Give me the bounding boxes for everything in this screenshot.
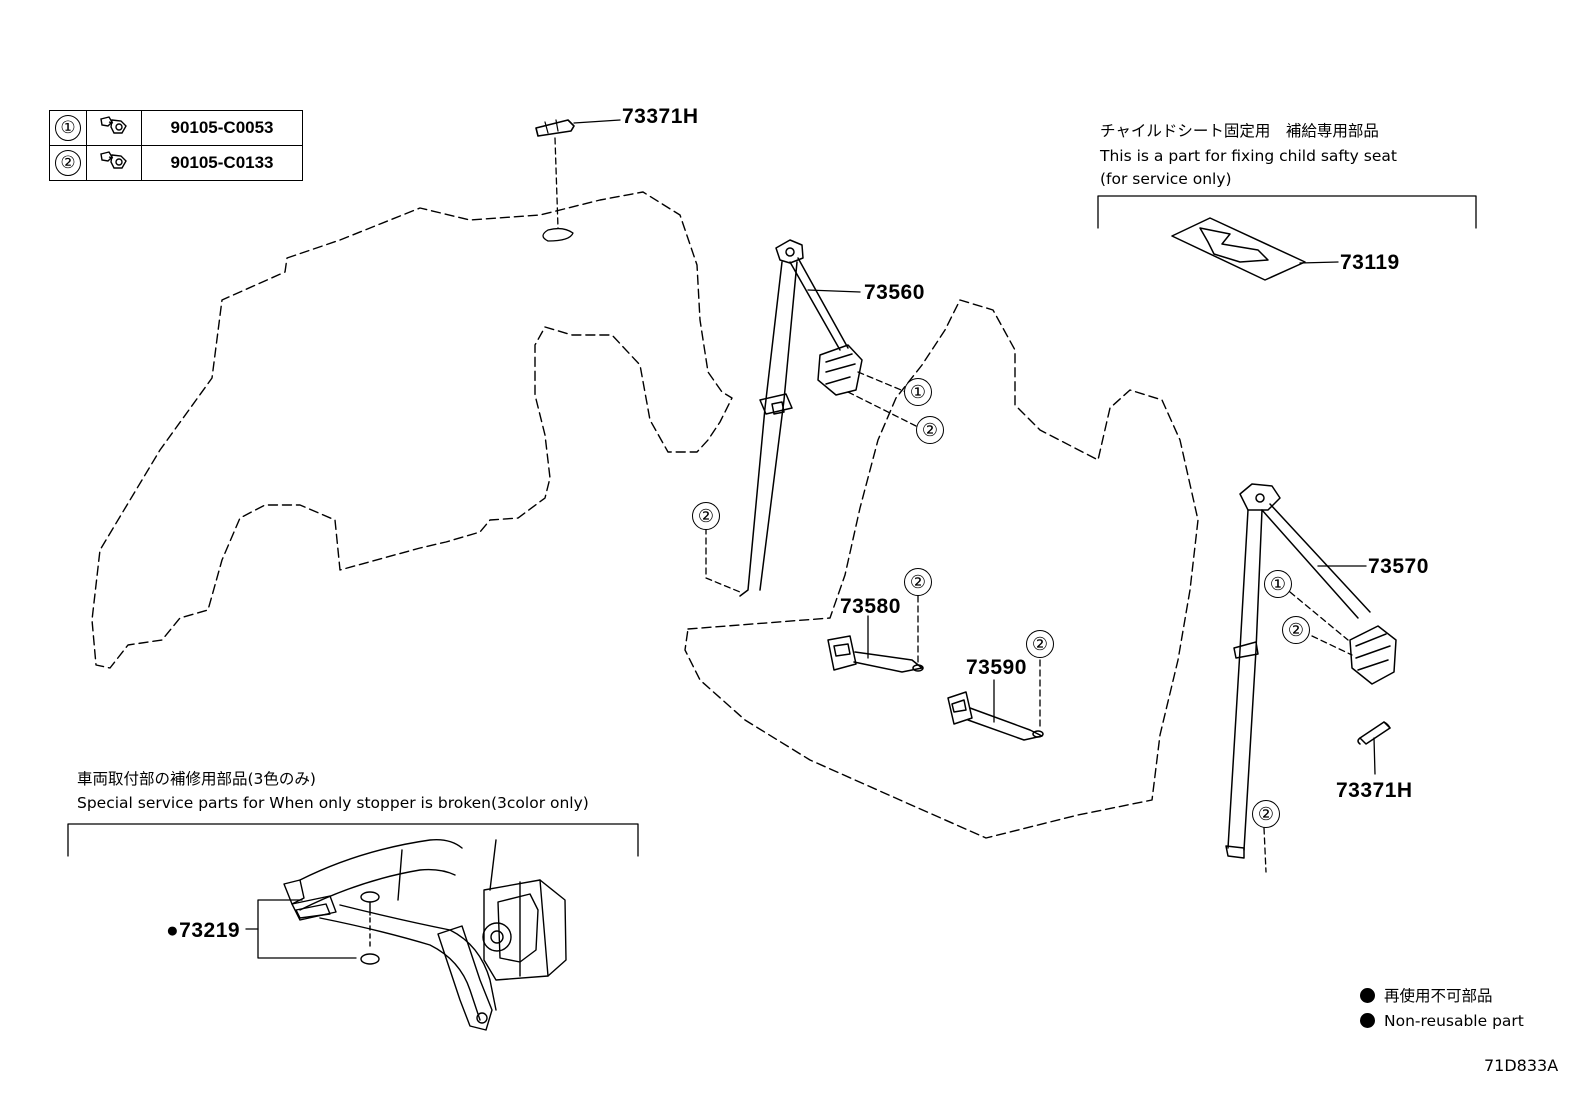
callout-73219[interactable]: ●73219	[166, 919, 241, 942]
bolt-ref-2: ②	[692, 502, 720, 530]
legend-en-label: Non-reusable part	[1384, 1012, 1524, 1030]
bolt-ref-1: ①	[1264, 570, 1292, 598]
callout-73590[interactable]: 73590	[966, 656, 1027, 679]
quarter-trim-outline	[91, 191, 733, 669]
callout-73371H-right[interactable]: 73371H	[1336, 779, 1413, 802]
figure-code: 71D833A	[1484, 1056, 1559, 1075]
seat-cushion-outline	[684, 299, 1199, 839]
bolt-ref: ②	[55, 150, 81, 176]
stopper-note-jp: 車両取付部の補修用部品(3色のみ)	[77, 770, 316, 788]
non-reusable-dot-icon	[1360, 1013, 1375, 1028]
part-73119-bracket	[1097, 195, 1477, 281]
legend-non-reusable-jp: 再使用不可部品	[1360, 988, 1493, 1005]
bolt-row: ② 90105-C0133	[49, 145, 303, 181]
bolt-ref-2: ②	[904, 568, 932, 596]
bolt-row: ① 90105-C0053	[49, 110, 303, 146]
bolt-ref-2: ②	[916, 416, 944, 444]
legend-non-reusable-en: Non-reusable part	[1360, 1013, 1524, 1030]
part-73580-buckle	[827, 595, 924, 673]
part-73371H-top	[535, 119, 621, 229]
part-73590-buckle	[947, 659, 1044, 741]
non-reusable-dot-icon	[1360, 988, 1375, 1003]
bolt-ref-2: ②	[1252, 800, 1280, 828]
bolt-ref-2: ②	[1026, 630, 1054, 658]
callout-73560[interactable]: 73560	[864, 281, 925, 304]
trim-opening	[542, 227, 574, 242]
callout-73119[interactable]: 73119	[1340, 251, 1400, 274]
callout-73580[interactable]: 73580	[840, 595, 901, 618]
child-seat-note-jp: チャイルドシート固定用 補給専用部品	[1100, 122, 1379, 140]
part-73570-seat-belt	[1225, 483, 1397, 873]
legend-jp-label: 再使用不可部品	[1384, 987, 1493, 1005]
bolt-ref-1: ①	[904, 378, 932, 406]
part-73560-seat-belt	[705, 239, 921, 597]
bolt-icon	[100, 116, 127, 134]
callout-73371H-top[interactable]: 73371H	[622, 105, 699, 128]
bolt-icon	[100, 151, 127, 169]
child-seat-note-service: (for service only)	[1100, 170, 1232, 188]
stopper-note-en: Special service parts for When only stop…	[77, 794, 589, 812]
callout-73570[interactable]: 73570	[1368, 555, 1429, 578]
stopper-detail	[67, 823, 639, 1031]
bolt-part-number: 90105-C0133	[141, 145, 303, 181]
child-seat-note-en: This is a part for fixing child safty se…	[1100, 147, 1397, 165]
bolt-table: ① 90105-C0053 ② 90105-C0133	[49, 110, 303, 181]
bolt-ref: ①	[55, 115, 81, 141]
bolt-part-number: 90105-C0053	[141, 110, 303, 146]
part-73371H-right	[1357, 721, 1391, 775]
bolt-ref-2: ②	[1282, 616, 1310, 644]
